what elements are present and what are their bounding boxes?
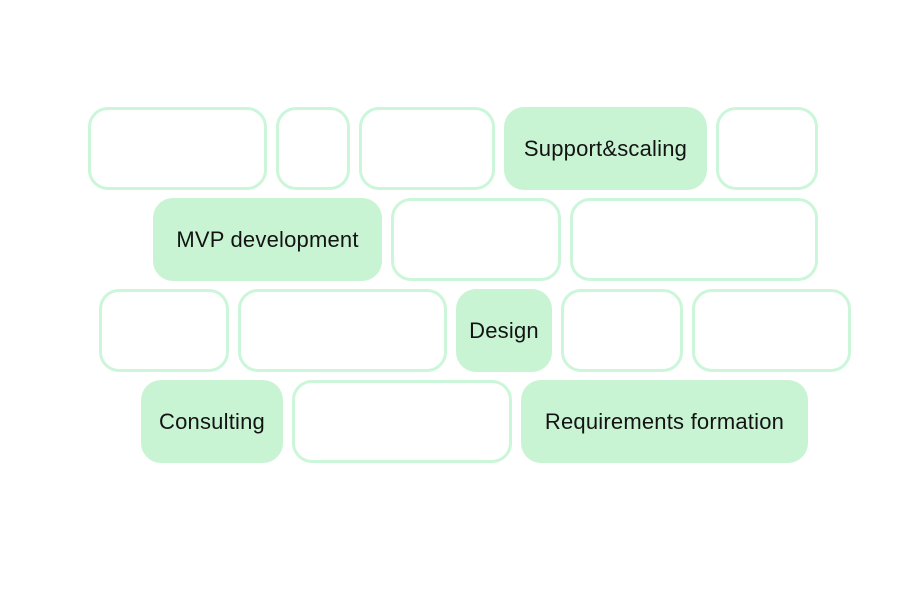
chip-empty [88,107,267,190]
chip-label: MVP development [176,226,359,252]
chip-label: Support&scaling [523,135,688,161]
chip-empty [276,107,350,190]
chip-empty [292,380,512,463]
chip-empty [238,289,447,372]
chip-row: Support&scaling [0,107,900,190]
chip-row: Consulting Requirements formation [0,380,900,463]
chip-empty [99,289,229,372]
chip-support-scaling: Support&scaling [504,107,707,190]
chip-empty [561,289,683,372]
chip-consulting: Consulting [141,380,283,463]
chip-empty [391,198,561,281]
chip-row: MVP development [0,198,900,281]
chip-empty [716,107,818,190]
chip-label: Design [469,317,539,343]
chip-empty [692,289,851,372]
chip-label: Consulting [159,408,265,434]
chip-empty [570,198,818,281]
chip-row: Design [0,289,900,372]
chip-label: Requirements formation [544,408,785,434]
chip-empty [359,107,495,190]
chip-mvp-development: MVP development [153,198,382,281]
chip-design: Design [456,289,552,372]
chip-requirements-formation: Requirements formation [521,380,808,463]
